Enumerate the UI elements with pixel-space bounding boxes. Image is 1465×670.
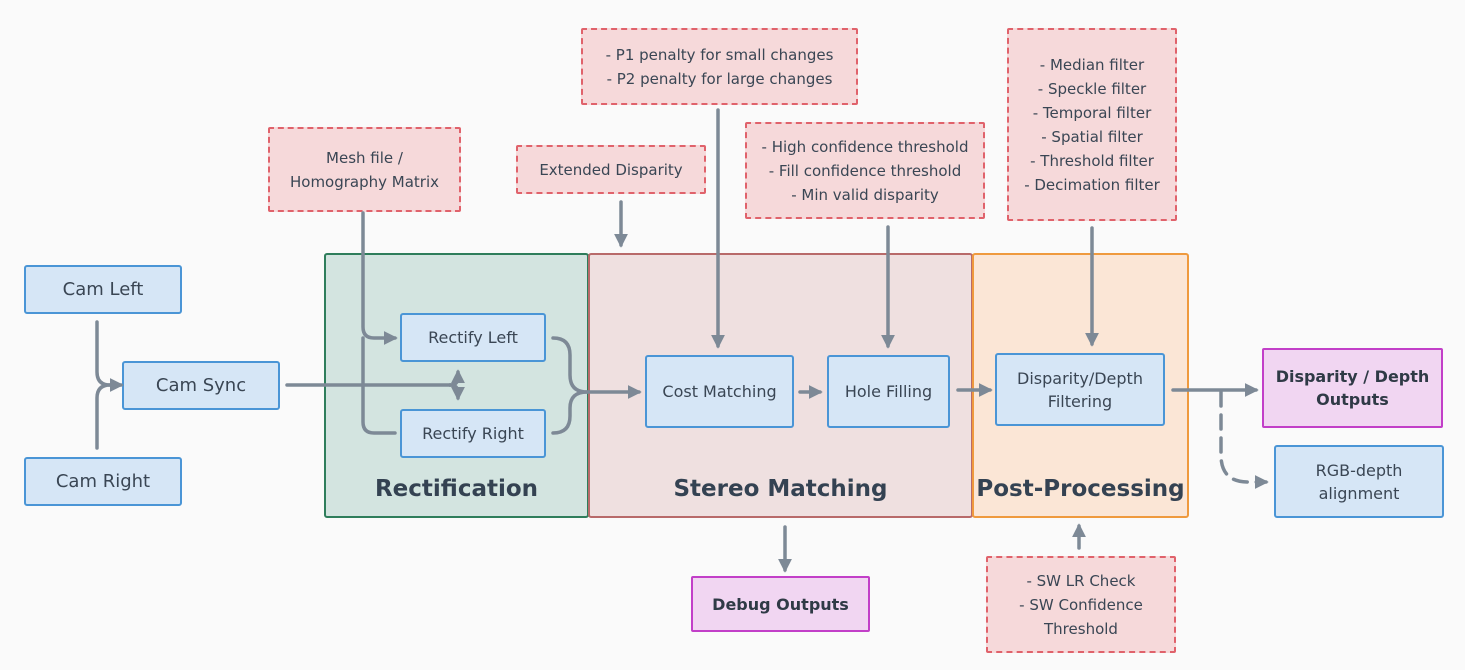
extended-disparity-note: Extended Disparity xyxy=(516,145,706,194)
post-processing-title: Post-Processing xyxy=(976,476,1185,502)
rectify-right-node[interactable]: Rectify Right xyxy=(400,409,546,458)
rectification-group: Rectification xyxy=(324,253,589,518)
rgb-depth-alignment-node[interactable]: RGB-depth alignment xyxy=(1274,445,1444,518)
confidence-threshold-note: - High confidence threshold - Fill confi… xyxy=(745,122,985,219)
penalty-note: - P1 penalty for small changes - P2 pena… xyxy=(581,28,858,105)
disparity-depth-outputs[interactable]: Disparity / Depth Outputs xyxy=(1262,348,1443,428)
cam-sync-node[interactable]: Cam Sync xyxy=(122,361,280,410)
rectify-left-node[interactable]: Rectify Left xyxy=(400,313,546,362)
disparity-depth-filtering-node[interactable]: Disparity/Depth Filtering xyxy=(995,353,1165,426)
debug-outputs[interactable]: Debug Outputs xyxy=(691,576,870,632)
cam-right-node[interactable]: Cam Right xyxy=(24,457,182,506)
stereo-matching-title: Stereo Matching xyxy=(673,476,888,502)
mesh-homography-note: Mesh file / Homography Matrix xyxy=(268,127,461,212)
filters-note: - Median filter - Speckle filter - Tempo… xyxy=(1007,28,1177,221)
rectification-title: Rectification xyxy=(374,476,539,502)
cam-left-node[interactable]: Cam Left xyxy=(24,265,182,314)
sw-checks-note: - SW LR Check - SW Confidence Threshold xyxy=(986,556,1176,653)
cost-matching-node[interactable]: Cost Matching xyxy=(645,355,794,428)
hole-filling-node[interactable]: Hole Filling xyxy=(827,355,950,428)
